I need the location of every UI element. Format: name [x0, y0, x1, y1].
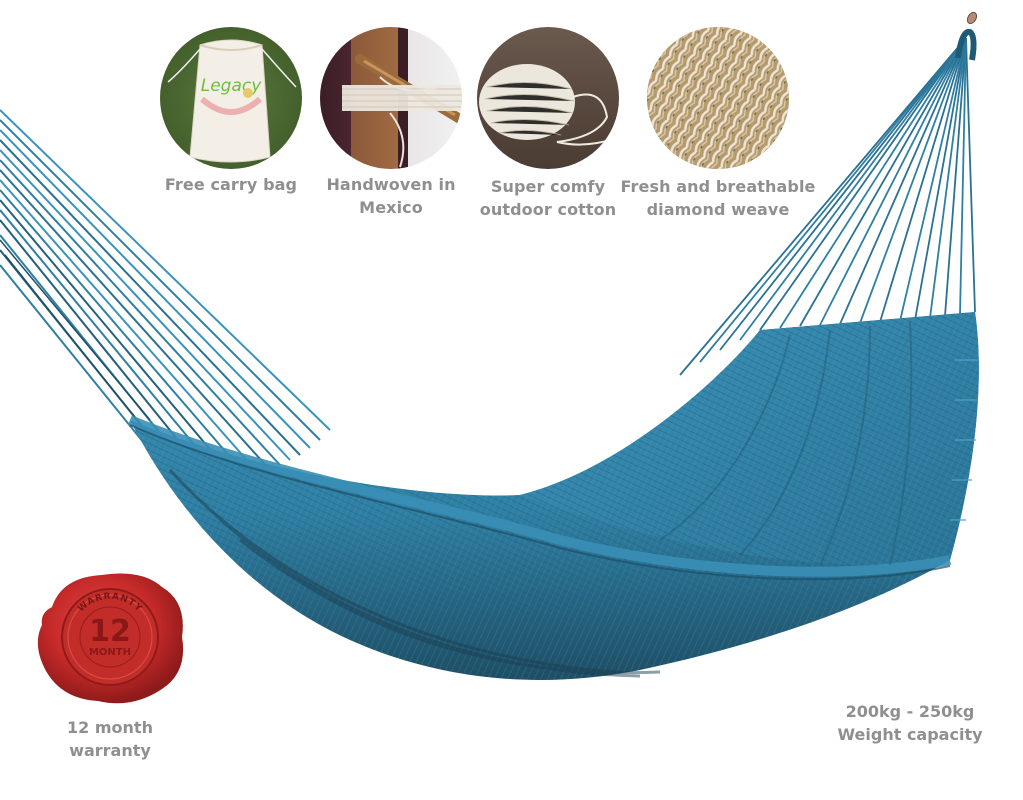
weave-thumbnail [647, 27, 789, 169]
warranty-seal-icon: WARRANTY 12 MONTH [37, 573, 184, 704]
cotton-spool-icon [479, 64, 619, 146]
warranty-caption: 12 month warranty [30, 716, 190, 762]
handwoven-caption-line2: Mexico [359, 198, 423, 217]
weight-capacity-label: Weight capacity [837, 725, 983, 744]
loom-icon [342, 54, 462, 168]
cotton-thumbnail [477, 27, 619, 169]
feature-weave: Fresh and breathable diamond weave [618, 27, 818, 221]
diamond-weave-icon [647, 27, 789, 169]
right-strings [679, 37, 976, 376]
feature-carry-bag: Legacy Free carry bag [141, 27, 321, 196]
carry-bag-icon: Legacy [167, 39, 297, 163]
weave-caption-line2: diamond weave [646, 200, 790, 219]
handwoven-caption: Handwoven in Mexico [301, 173, 481, 219]
carry-bag-caption: Free carry bag [164, 175, 298, 194]
svg-text:12: 12 [89, 614, 131, 649]
svg-text:MONTH: MONTH [89, 647, 131, 658]
hammock-front-edge [128, 415, 951, 577]
weight-capacity: 200kg - 250kg Weight capacity [810, 700, 1010, 746]
warranty-caption-line1: 12 month [67, 718, 153, 737]
feature-handwoven: Handwoven in Mexico [301, 27, 481, 219]
weave-caption-line1: Fresh and breathable [620, 177, 816, 196]
hanging-ring [955, 11, 978, 61]
cotton-caption-line1: Super comfy [490, 177, 606, 196]
handwoven-thumbnail [320, 27, 462, 169]
weight-capacity-value: 200kg - 250kg [845, 702, 975, 721]
feature-cotton: Super comfy outdoor cotton [458, 27, 638, 221]
weave-caption: Fresh and breathable diamond weave [618, 175, 818, 221]
carry-bag-thumbnail: Legacy [160, 27, 302, 169]
cotton-caption-line2: outdoor cotton [479, 200, 617, 219]
cotton-caption: Super comfy outdoor cotton [458, 175, 638, 221]
handwoven-caption-line1: Handwoven in [326, 175, 456, 194]
warranty-caption-line2: warranty [69, 741, 151, 760]
